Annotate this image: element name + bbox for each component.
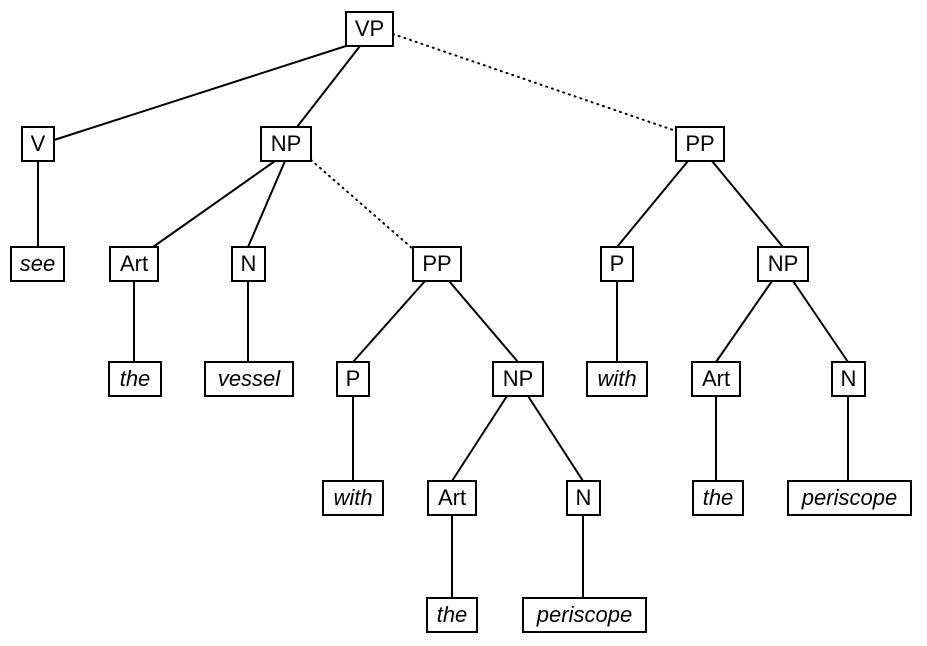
tree-node-the1[interactable]: the xyxy=(108,361,162,397)
node-box-the1[interactable] xyxy=(108,361,162,397)
node-label-the1: the xyxy=(120,366,151,391)
tree-node-see[interactable]: see xyxy=(10,246,65,282)
tree-node-np_mid[interactable]: NP xyxy=(492,361,544,397)
node-label-np_right: NP xyxy=(768,251,799,276)
tree-edge-np_right-to-art_right xyxy=(715,280,773,363)
tree-edge-pp_right-to-np_right xyxy=(711,160,784,248)
node-box-np1[interactable] xyxy=(260,126,312,162)
node-label-v: V xyxy=(31,131,46,156)
tree-node-peri_mid[interactable]: periscope xyxy=(522,597,647,633)
tree-edge-np_mid-to-art_mid xyxy=(451,395,508,482)
tree-node-np1[interactable]: NP xyxy=(260,126,312,162)
tree-edge-vp-to-pp_right xyxy=(392,33,677,132)
node-label-peri_mid: periscope xyxy=(536,602,632,627)
node-box-with_m[interactable] xyxy=(322,480,384,516)
node-box-n_mid[interactable] xyxy=(566,480,601,516)
node-box-v[interactable] xyxy=(21,126,55,162)
node-box-p_mid[interactable] xyxy=(336,361,370,397)
tree-edge-np1-to-n1 xyxy=(247,160,286,248)
tree-node-pp_right[interactable]: PP xyxy=(675,126,725,162)
node-label-n_right: N xyxy=(841,366,857,391)
tree-node-with_r[interactable]: with xyxy=(586,361,648,397)
tree-node-peri_right[interactable]: periscope xyxy=(787,480,912,516)
node-box-art_mid[interactable] xyxy=(427,480,477,516)
tree-node-the_right[interactable]: the xyxy=(692,480,744,516)
tree-edge-np_mid-to-n_mid xyxy=(527,395,584,482)
node-box-pp_right[interactable] xyxy=(675,126,725,162)
node-box-p_right[interactable] xyxy=(600,246,634,282)
node-box-art1[interactable] xyxy=(109,246,159,282)
node-label-pp_mid: PP xyxy=(422,251,451,276)
node-box-peri_mid[interactable] xyxy=(522,597,647,633)
node-box-np_right[interactable] xyxy=(757,246,809,282)
node-box-np_mid[interactable] xyxy=(492,361,544,397)
node-label-p_right: P xyxy=(610,251,625,276)
node-box-the_mid[interactable] xyxy=(426,597,478,633)
node-label-np_mid: NP xyxy=(503,366,534,391)
tree-node-vp[interactable]: VP xyxy=(345,11,394,47)
node-label-p_mid: P xyxy=(346,366,361,391)
node-box-vessel[interactable] xyxy=(204,361,294,397)
node-label-art1: Art xyxy=(120,251,148,276)
node-label-the_right: the xyxy=(703,485,734,510)
tree-edge-pp_mid-to-p_mid xyxy=(352,280,426,363)
tree-node-p_right[interactable]: P xyxy=(600,246,634,282)
node-label-vessel: vessel xyxy=(218,366,281,391)
node-label-vp: VP xyxy=(355,16,384,41)
tree-node-n1[interactable]: N xyxy=(231,246,266,282)
tree-node-art_right[interactable]: Art xyxy=(691,361,741,397)
node-box-peri_right[interactable] xyxy=(787,480,912,516)
node-label-with_r: with xyxy=(597,366,636,391)
node-label-the_mid: the xyxy=(437,602,468,627)
node-box-art_right[interactable] xyxy=(691,361,741,397)
tree-node-art_mid[interactable]: Art xyxy=(427,480,477,516)
node-label-n_mid: N xyxy=(576,485,592,510)
node-label-with_m: with xyxy=(333,485,372,510)
node-label-peri_right: periscope xyxy=(801,485,897,510)
tree-edge-pp_mid-to-np_mid xyxy=(448,280,519,363)
tree-node-pp_mid[interactable]: PP xyxy=(412,246,462,282)
tree-edge-np1-to-art1 xyxy=(152,160,276,248)
edges-layer xyxy=(37,33,849,598)
tree-edge-pp_right-to-p_right xyxy=(616,160,689,248)
node-box-see[interactable] xyxy=(10,246,65,282)
tree-node-v[interactable]: V xyxy=(21,126,55,162)
tree-node-n_mid[interactable]: N xyxy=(566,480,601,516)
node-label-n1: N xyxy=(241,251,257,276)
node-label-art_right: Art xyxy=(702,366,730,391)
tree-edge-vp-to-v xyxy=(53,45,347,141)
tree-edge-vp-to-np1 xyxy=(296,45,361,128)
tree-node-n_right[interactable]: N xyxy=(831,361,866,397)
tree-node-vessel[interactable]: vessel xyxy=(204,361,294,397)
node-box-n1[interactable] xyxy=(231,246,266,282)
tree-node-the_mid[interactable]: the xyxy=(426,597,478,633)
node-box-the_right[interactable] xyxy=(692,480,744,516)
tree-node-with_m[interactable]: with xyxy=(322,480,384,516)
tree-node-np_right[interactable]: NP xyxy=(757,246,809,282)
tree-node-art1[interactable]: Art xyxy=(109,246,159,282)
tree-edge-np_right-to-n_right xyxy=(792,280,849,363)
node-label-pp_right: PP xyxy=(685,131,714,156)
node-box-with_r[interactable] xyxy=(586,361,648,397)
node-box-vp[interactable] xyxy=(345,11,394,47)
node-box-n_right[interactable] xyxy=(831,361,866,397)
node-label-art_mid: Art xyxy=(438,485,466,510)
node-label-np1: NP xyxy=(271,131,302,156)
node-box-pp_mid[interactable] xyxy=(412,246,462,282)
node-label-see: see xyxy=(20,251,55,276)
tree-node-p_mid[interactable]: P xyxy=(336,361,370,397)
tree-edge-np1-to-pp_mid xyxy=(310,159,414,250)
